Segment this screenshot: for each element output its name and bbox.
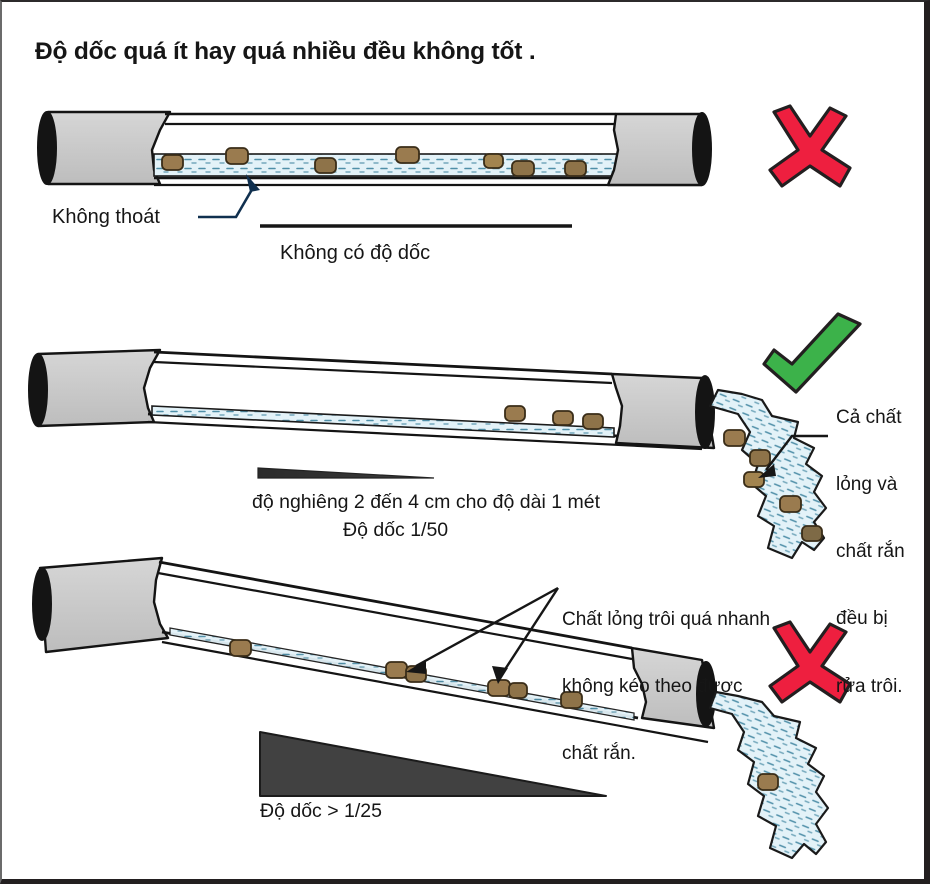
solid-particles-3 (229, 639, 583, 709)
callout-ca-chat-long-line-2: lỏng và (836, 474, 898, 496)
callout-khong-thoat: Không thoát (52, 206, 160, 228)
pipe-left-sleeve (46, 110, 172, 186)
slope-indicator-thin-wedge (257, 467, 435, 479)
callout-ca-chat-long-line-3: chất rắn (836, 541, 905, 563)
khong-thoat-leader (198, 185, 256, 219)
caption-do-doc-1-25: Độ dốc > 1/25 (260, 800, 382, 822)
callout-ca-chat-long-line-1: Cả chất (836, 406, 902, 428)
pipe-left-sleeve-3 (38, 556, 170, 654)
pipe-open-end-right (692, 112, 712, 186)
chat-long-leader-b (500, 587, 560, 675)
standing-water (153, 153, 625, 177)
chat-long-arrowhead-b (492, 666, 508, 684)
pipe-open-end-left (37, 111, 57, 185)
callout-ca-chat-long: Cả chất lỏng và chất rắn đều bị rửa trôi… (836, 362, 905, 743)
chat-long-arrowhead-a (406, 660, 426, 674)
solid-particles-1 (161, 146, 587, 177)
pipe-right-sleeve (606, 112, 704, 187)
caption-do-doc-1-50: Độ dốc 1/50 (343, 519, 449, 541)
solid-particles-outflow-2 (723, 429, 823, 542)
pipe-open-end-left-3 (32, 567, 52, 641)
cross-icon-3 (768, 620, 852, 704)
flowing-water-2 (151, 405, 615, 438)
pipe-left-sleeve-2 (36, 348, 162, 428)
pipe-open-end-right-2 (695, 375, 715, 449)
check-icon-2 (762, 312, 862, 394)
callout-chat-long-troi-line-3: chất rắn. (562, 743, 636, 765)
caption-do-nghieng: độ nghiêng 2 đến 4 cm cho độ dài 1 mét (252, 491, 600, 513)
pipe-open-end-left-2 (28, 353, 48, 427)
section-3-pipe (32, 556, 830, 860)
callout-chat-long-troi-line-2: không kéo theo được (562, 676, 743, 698)
cross-icon-1 (768, 104, 852, 188)
callout-ca-chat-long-line-4: đều bị (836, 608, 888, 630)
callout-chat-long-troi-line-1: Chất lỏng trôi quá nhanh (562, 608, 771, 630)
section-2-pipe (28, 348, 828, 560)
callout-ca-chat-long-line-5: rửa trôi. (836, 675, 903, 697)
solid-particles-2 (504, 405, 604, 430)
section-1-pipe (37, 110, 712, 228)
khong-thoat-arrowhead (246, 174, 260, 192)
callout-chat-long-troi: Chất lỏng trôi quá nhanh không kéo theo … (562, 564, 770, 810)
slope-indicator-steep-wedge (259, 731, 607, 797)
chat-long-leader-a (415, 586, 559, 668)
ca-chat-long-leader (765, 434, 828, 471)
ca-chat-long-arrowhead (758, 464, 776, 478)
page-title: Độ dốc quá ít hay quá nhiều đều không tố… (35, 38, 536, 65)
caption-khong-co-do-doc: Không có độ dốc (280, 242, 431, 264)
solid-particle-outflow-3 (757, 773, 779, 791)
